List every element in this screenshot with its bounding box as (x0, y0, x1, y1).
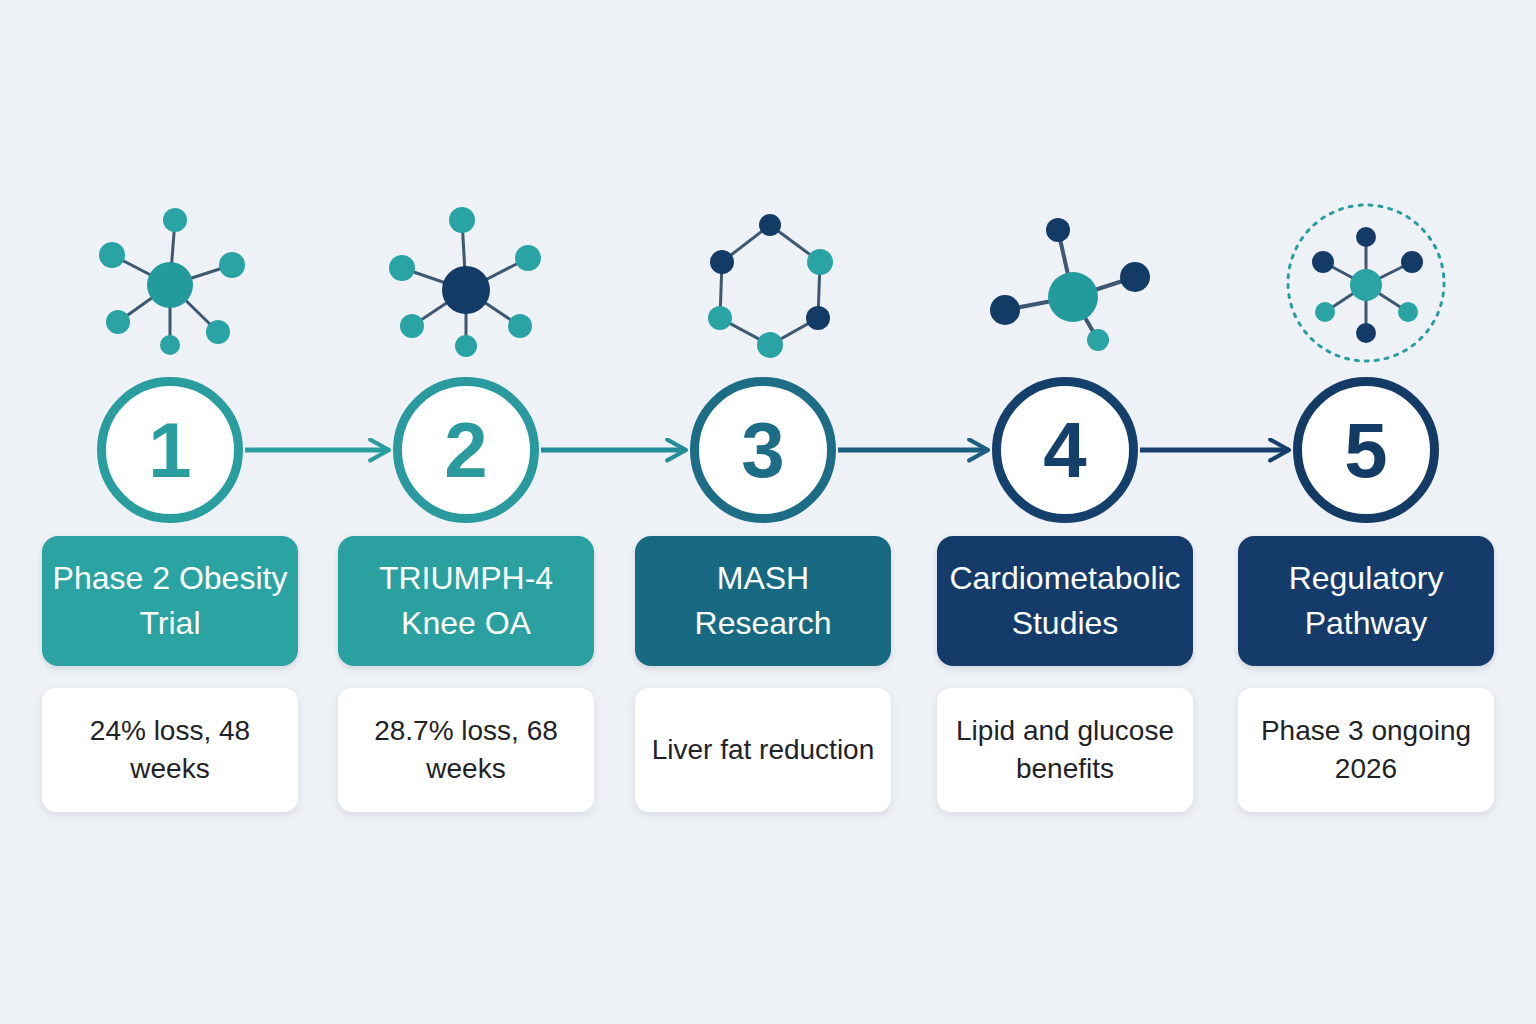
flow-arrow (245, 448, 389, 453)
step-label-box: TRIUMPH-4 Knee OA (338, 536, 594, 666)
step-title: MASH Research (645, 556, 881, 646)
step-result: 24% loss, 48 weeks (56, 712, 284, 788)
step-number: 5 (1344, 411, 1387, 489)
step-result: Liver fat reduction (652, 731, 875, 769)
step-number: 3 (741, 411, 784, 489)
molecule-icon (990, 218, 1150, 351)
step-title: Cardiometabolic Studies (947, 556, 1183, 646)
molecule-icon (708, 214, 833, 358)
step-label-box: MASH Research (635, 536, 891, 666)
step-number: 4 (1043, 411, 1086, 489)
step-label-box: Phase 2 Obesity Trial (42, 536, 298, 666)
step-value-box: Liver fat reduction (635, 688, 891, 812)
flow-arrow (1140, 448, 1289, 453)
step-title: TRIUMPH-4 Knee OA (348, 556, 584, 646)
step-circle: 2 (393, 377, 539, 523)
flow-arrow (838, 448, 988, 453)
step-result: Phase 3 ongoing 2026 (1252, 712, 1480, 788)
step-number: 2 (444, 411, 487, 489)
step-value-box: 28.7% loss, 68 weeks (338, 688, 594, 812)
step-value-box: Lipid and glucose benefits (937, 688, 1193, 812)
step-circle: 3 (690, 377, 836, 523)
step-circle: 1 (97, 377, 243, 523)
step-value-box: 24% loss, 48 weeks (42, 688, 298, 812)
step-circle: 4 (992, 377, 1138, 523)
step-result: 28.7% loss, 68 weeks (352, 712, 580, 788)
step-label-box: Regulatory Pathway (1238, 536, 1494, 666)
step-circle: 5 (1293, 377, 1439, 523)
step-label-box: Cardiometabolic Studies (937, 536, 1193, 666)
step-value-box: Phase 3 ongoing 2026 (1238, 688, 1494, 812)
step-title: Phase 2 Obesity Trial (52, 556, 288, 646)
flow-arrow (541, 448, 686, 453)
molecule-icon (389, 207, 541, 357)
step-result: Lipid and glucose benefits (951, 712, 1179, 788)
molecule-icon (1288, 205, 1444, 361)
step-number: 1 (148, 411, 191, 489)
step-title: Regulatory Pathway (1248, 556, 1484, 646)
molecule-icon (99, 208, 245, 355)
